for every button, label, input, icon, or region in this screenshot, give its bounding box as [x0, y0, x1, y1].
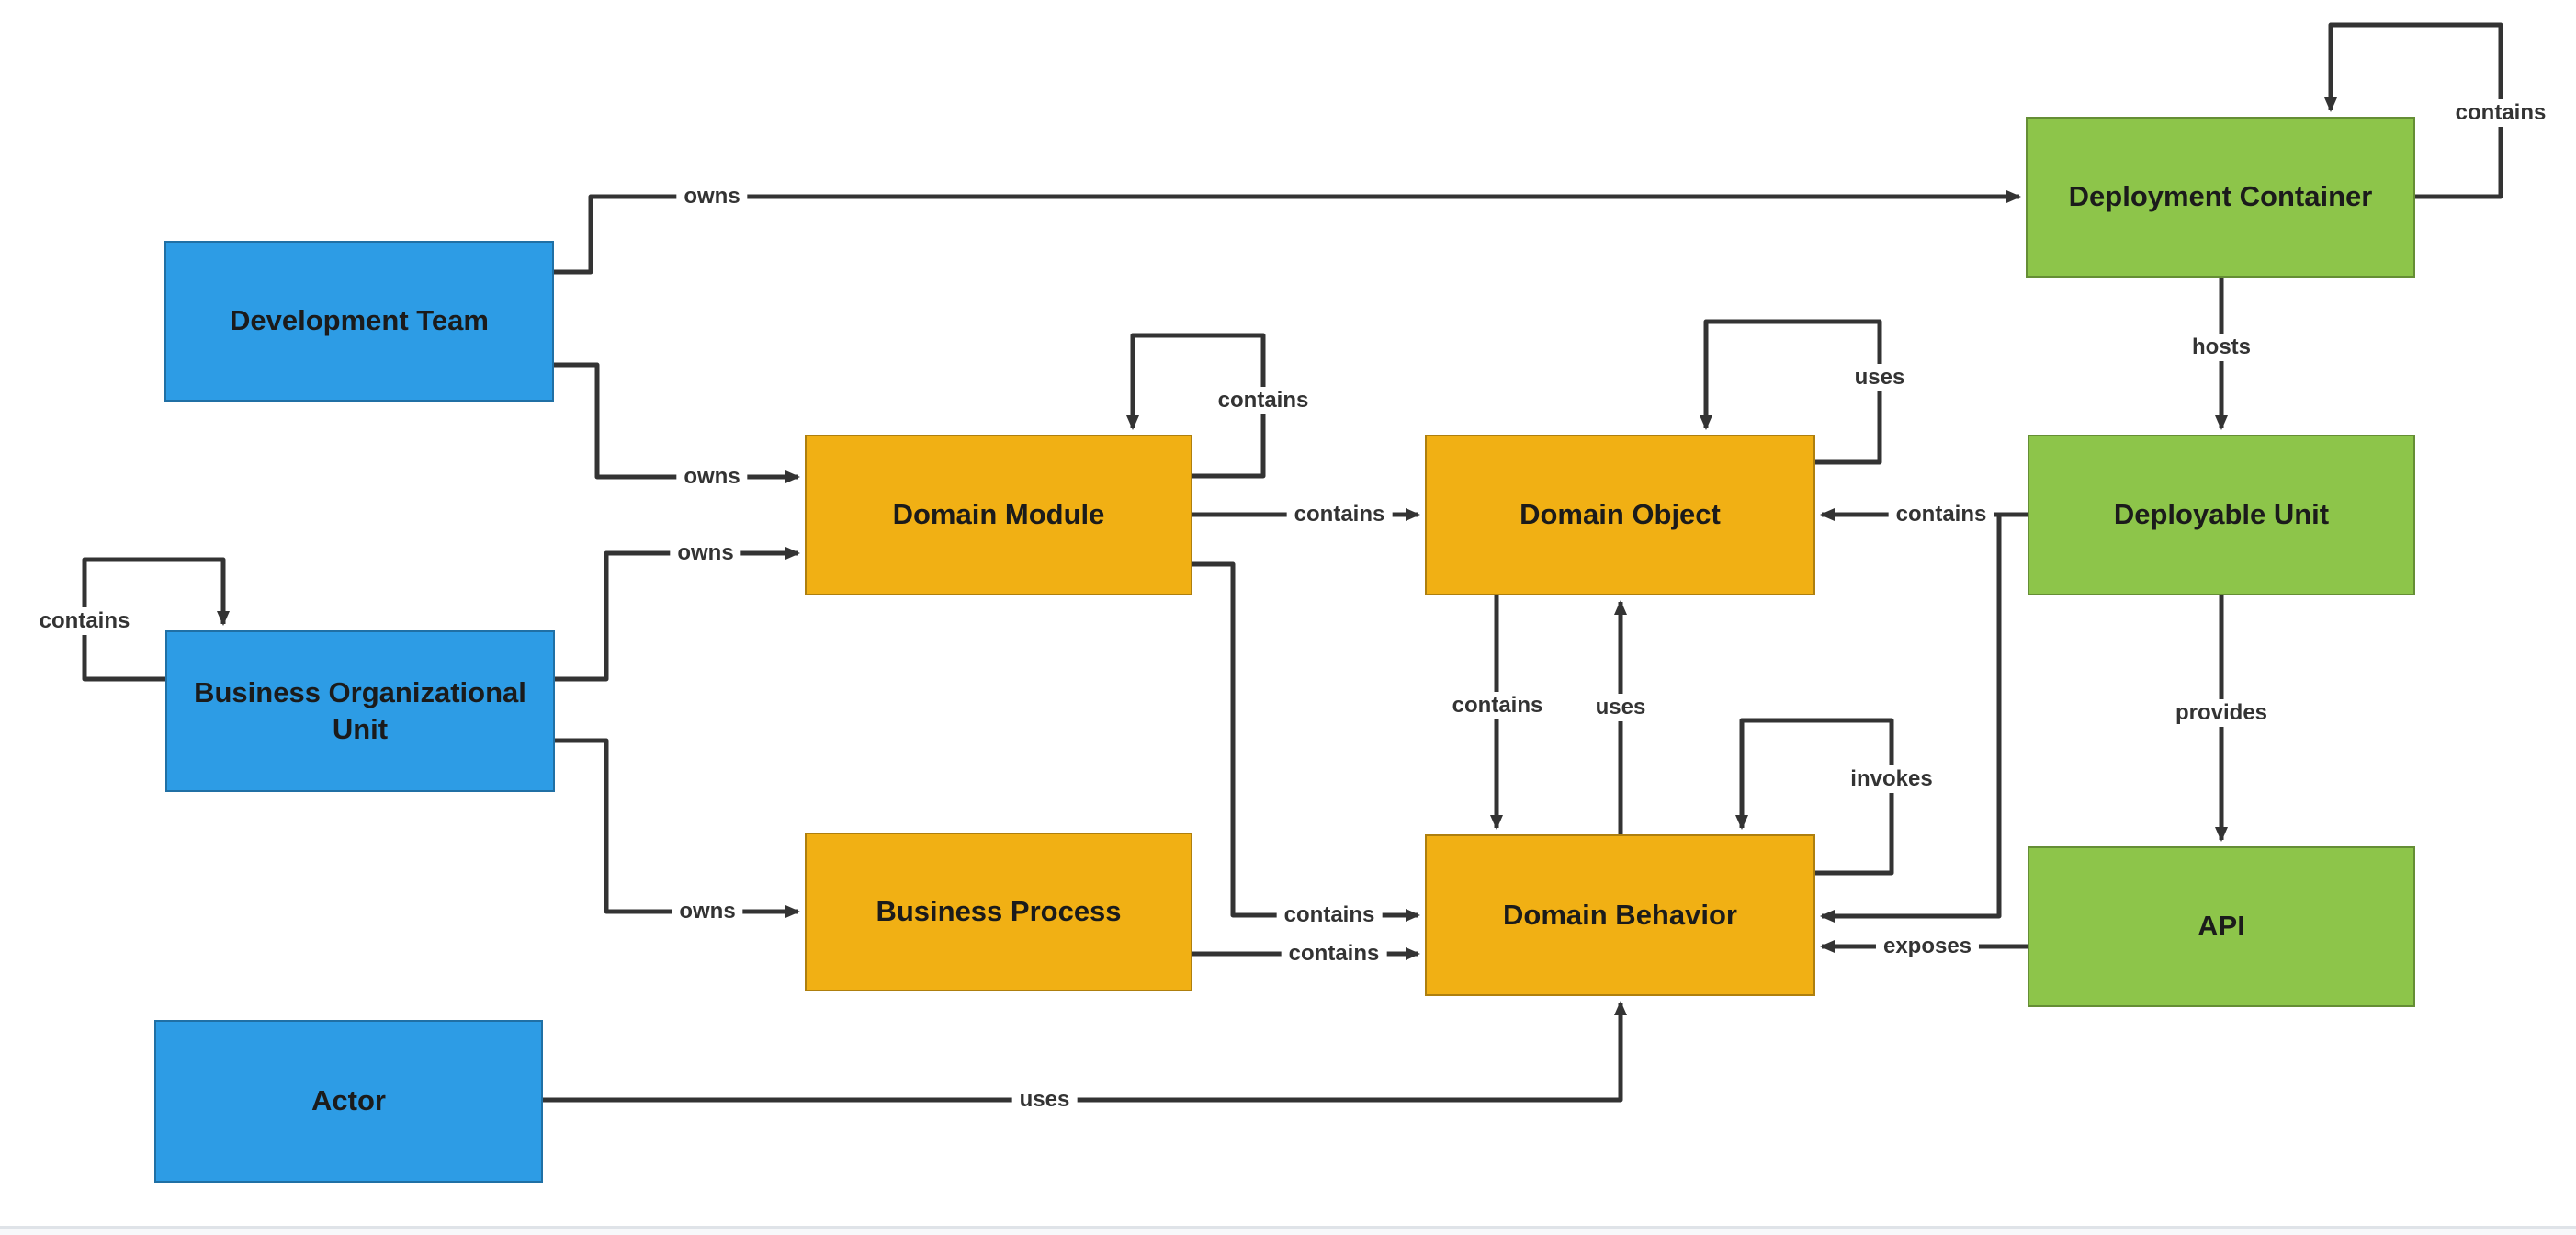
edge-actor-uses-domain-behavior [543, 1001, 1627, 1103]
node-domain-object-label: Domain Object [1520, 498, 1721, 531]
node-business-process: Business Process [805, 833, 1192, 991]
node-api: API [2028, 846, 2415, 1007]
edge-label-owns-dt-dm: owns [676, 463, 748, 491]
edge-label-contains-do-db: contains [1444, 692, 1551, 719]
edge-label-uses-actor-db: uses [1011, 1086, 1078, 1114]
edge-label-contains-bou-self: contains [31, 607, 138, 635]
node-business-organizational-unit: Business Organizational Unit [165, 630, 555, 792]
edge-domain-object-uses-self [1700, 319, 1882, 465]
edge-business-organizational-unit-contains-self [82, 557, 230, 682]
node-domain-behavior-label: Domain Behavior [1503, 898, 1737, 931]
node-development-team: Development Team [164, 241, 554, 402]
node-domain-module-label: Domain Module [892, 498, 1105, 531]
edge-development-team-owns-domain-module [551, 362, 800, 483]
node-actor-label: Actor [311, 1084, 386, 1117]
edge-label-owns-dt-dc: owns [676, 183, 748, 210]
canvas-bottom-divider [0, 1226, 2576, 1229]
edge-label-provides-du-api: provides [2167, 699, 2276, 727]
node-business-organizational-unit-label: Business Organizational Unit [194, 675, 526, 745]
edge-label-contains-dm-db: contains [1276, 901, 1383, 929]
node-business-process-label: Business Process [876, 895, 1122, 928]
edge-label-owns-bou-dm: owns [670, 539, 741, 567]
edge-label-contains-dc-self: contains [2447, 99, 2554, 127]
edge-label-invokes-db-self: invokes [1843, 765, 1940, 793]
node-domain-object: Domain Object [1425, 435, 1815, 595]
edge-label-uses-do-self: uses [1847, 364, 1913, 391]
node-deployable-unit-label: Deployable Unit [2113, 498, 2330, 531]
edge-domain-module-contains-self [1126, 333, 1266, 479]
edge-label-hosts-dc-du: hosts [2184, 334, 2259, 361]
edge-deployment-container-contains-self [2324, 22, 2503, 199]
node-actor: Actor [154, 1020, 543, 1183]
edge-label-owns-bou-bp: owns [672, 898, 743, 925]
node-development-team-label: Development Team [230, 304, 489, 337]
node-deployable-unit: Deployable Unit [2028, 435, 2415, 595]
edge-label-exposes-api-db: exposes [1875, 933, 1980, 960]
edge-business-organizational-unit-owns-domain-module [555, 547, 800, 682]
edge-domain-behavior-invokes-self [1735, 718, 1894, 876]
node-deployment-container: Deployment Container [2026, 117, 2415, 278]
edge-label-contains-bp-db: contains [1281, 940, 1387, 968]
node-domain-module: Domain Module [805, 435, 1192, 595]
edge-label-contains-dm-do: contains [1286, 501, 1393, 528]
edge-domain-module-contains-domain-behavior [1192, 561, 1420, 922]
edge-business-organizational-unit-owns-business-process [555, 738, 800, 918]
edge-deployable-unit-to-domain-behavior [1820, 515, 2002, 923]
edge-development-team-owns-deployment-container [551, 190, 2021, 275]
edge-label-contains-du-do: contains [1888, 501, 1994, 528]
node-api-label: API [2198, 910, 2245, 943]
edge-label-uses-db-do: uses [1587, 694, 1654, 721]
edge-label-contains-dm-self: contains [1210, 387, 1316, 414]
node-domain-behavior: Domain Behavior [1425, 834, 1815, 996]
canvas-bottom-strip [0, 1229, 2576, 1235]
node-deployment-container-label: Deployment Container [2068, 180, 2373, 213]
